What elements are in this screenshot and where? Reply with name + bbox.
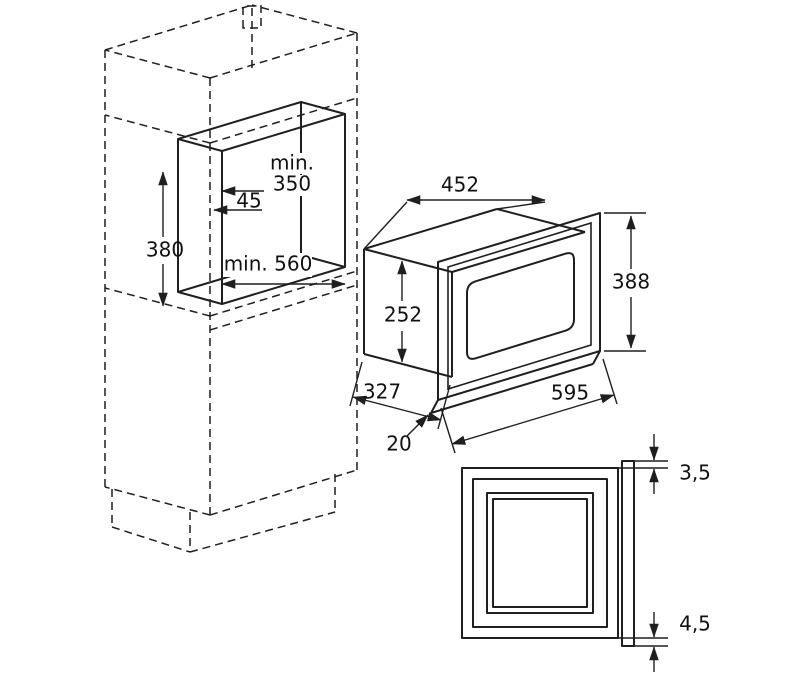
dim-niche-height-380: 380 <box>146 171 184 307</box>
oven-door-window <box>466 252 575 360</box>
cabinet-outline <box>104 4 358 553</box>
dim-frame-width-595: 595 <box>440 358 618 454</box>
dim-frame-height-388: 388 <box>604 212 650 352</box>
dim-body-width-452: 452 <box>363 173 546 250</box>
detail-outer-rect <box>461 467 619 639</box>
dim-detail-gap-4-5: 4,5 <box>618 612 711 672</box>
arrow-20 <box>405 414 429 438</box>
shelf-bottom-line-front <box>209 270 358 317</box>
cabinet-top-back-right <box>251 4 358 34</box>
dim-label-252: 252 <box>384 303 422 327</box>
shelf-top-line-front <box>209 97 358 144</box>
dim-label-452: 452 <box>441 173 479 197</box>
cabinet-back-panel-top <box>242 5 262 29</box>
dim-detail-gap-3-5: 3,5 <box>618 434 711 494</box>
ext-452-right <box>496 201 546 210</box>
niche-edge-top-right <box>300 101 346 115</box>
arrow-595 <box>451 394 615 445</box>
ext-595-left <box>440 407 456 454</box>
detail-side-trim-bar <box>621 460 635 647</box>
dim-label-380: 380 <box>146 238 184 262</box>
niche-edge-top-left <box>177 138 223 152</box>
shelf-bottom-line-side <box>104 287 211 317</box>
oven-door-inner-frame <box>447 221 592 391</box>
dim-overlap-20: 20 <box>386 414 429 456</box>
cabinet-top-front-left <box>104 49 211 79</box>
dim-label-45: 45 <box>236 189 261 213</box>
plinth-bottom-left <box>111 526 191 553</box>
ext-327-back <box>349 361 363 407</box>
detail-inner-rect <box>486 492 594 614</box>
dim-niche-width-min-560: min. 560 <box>221 252 346 289</box>
dim-label-327: 327 <box>363 380 401 404</box>
dim-label-min: min. <box>270 151 314 175</box>
detail-mid-rect <box>472 478 608 628</box>
dim-niche-depth-min-350: min. 350 <box>221 151 318 196</box>
body-top-right-edge <box>496 208 586 233</box>
frame-detail-view: 3,5 4,5 <box>461 434 711 672</box>
detail-window-rect <box>492 498 588 608</box>
body-top-back-edge <box>363 208 498 250</box>
oven-front-frame <box>437 212 601 401</box>
niche-edge-bottom-left <box>177 291 223 305</box>
dim-label-595: 595 <box>551 381 589 405</box>
label-bg <box>266 153 318 174</box>
body-top-left-edge <box>363 248 453 273</box>
shelf-top-line-side <box>104 114 211 144</box>
dim-clearance-45: 45 <box>213 189 262 215</box>
body-top-front-edge <box>451 231 586 273</box>
label-bg <box>268 175 316 196</box>
dim-label-388: 388 <box>612 270 650 294</box>
cabinet-top-front-right <box>209 32 358 79</box>
cabinet-bottom-left <box>104 486 211 516</box>
body-bottom-left-edge <box>363 353 453 378</box>
ext-327-front <box>437 384 451 430</box>
cabinet-top-back-left <box>104 4 253 51</box>
dim-body-height-252: 252 <box>384 260 422 363</box>
dim-label-350: 350 <box>273 172 311 196</box>
door-top-line <box>209 284 358 331</box>
dim-label-3-5: 3,5 <box>679 461 711 485</box>
ext-452-left <box>363 201 408 250</box>
label-bg <box>224 253 312 277</box>
dim-label-4-5: 4,5 <box>679 612 711 636</box>
dim-body-depth-327: 327 <box>349 361 451 430</box>
dim-label-min560: min. 560 <box>224 252 313 276</box>
frame-trim-right <box>592 350 601 365</box>
plinth-bottom-right <box>189 511 336 553</box>
